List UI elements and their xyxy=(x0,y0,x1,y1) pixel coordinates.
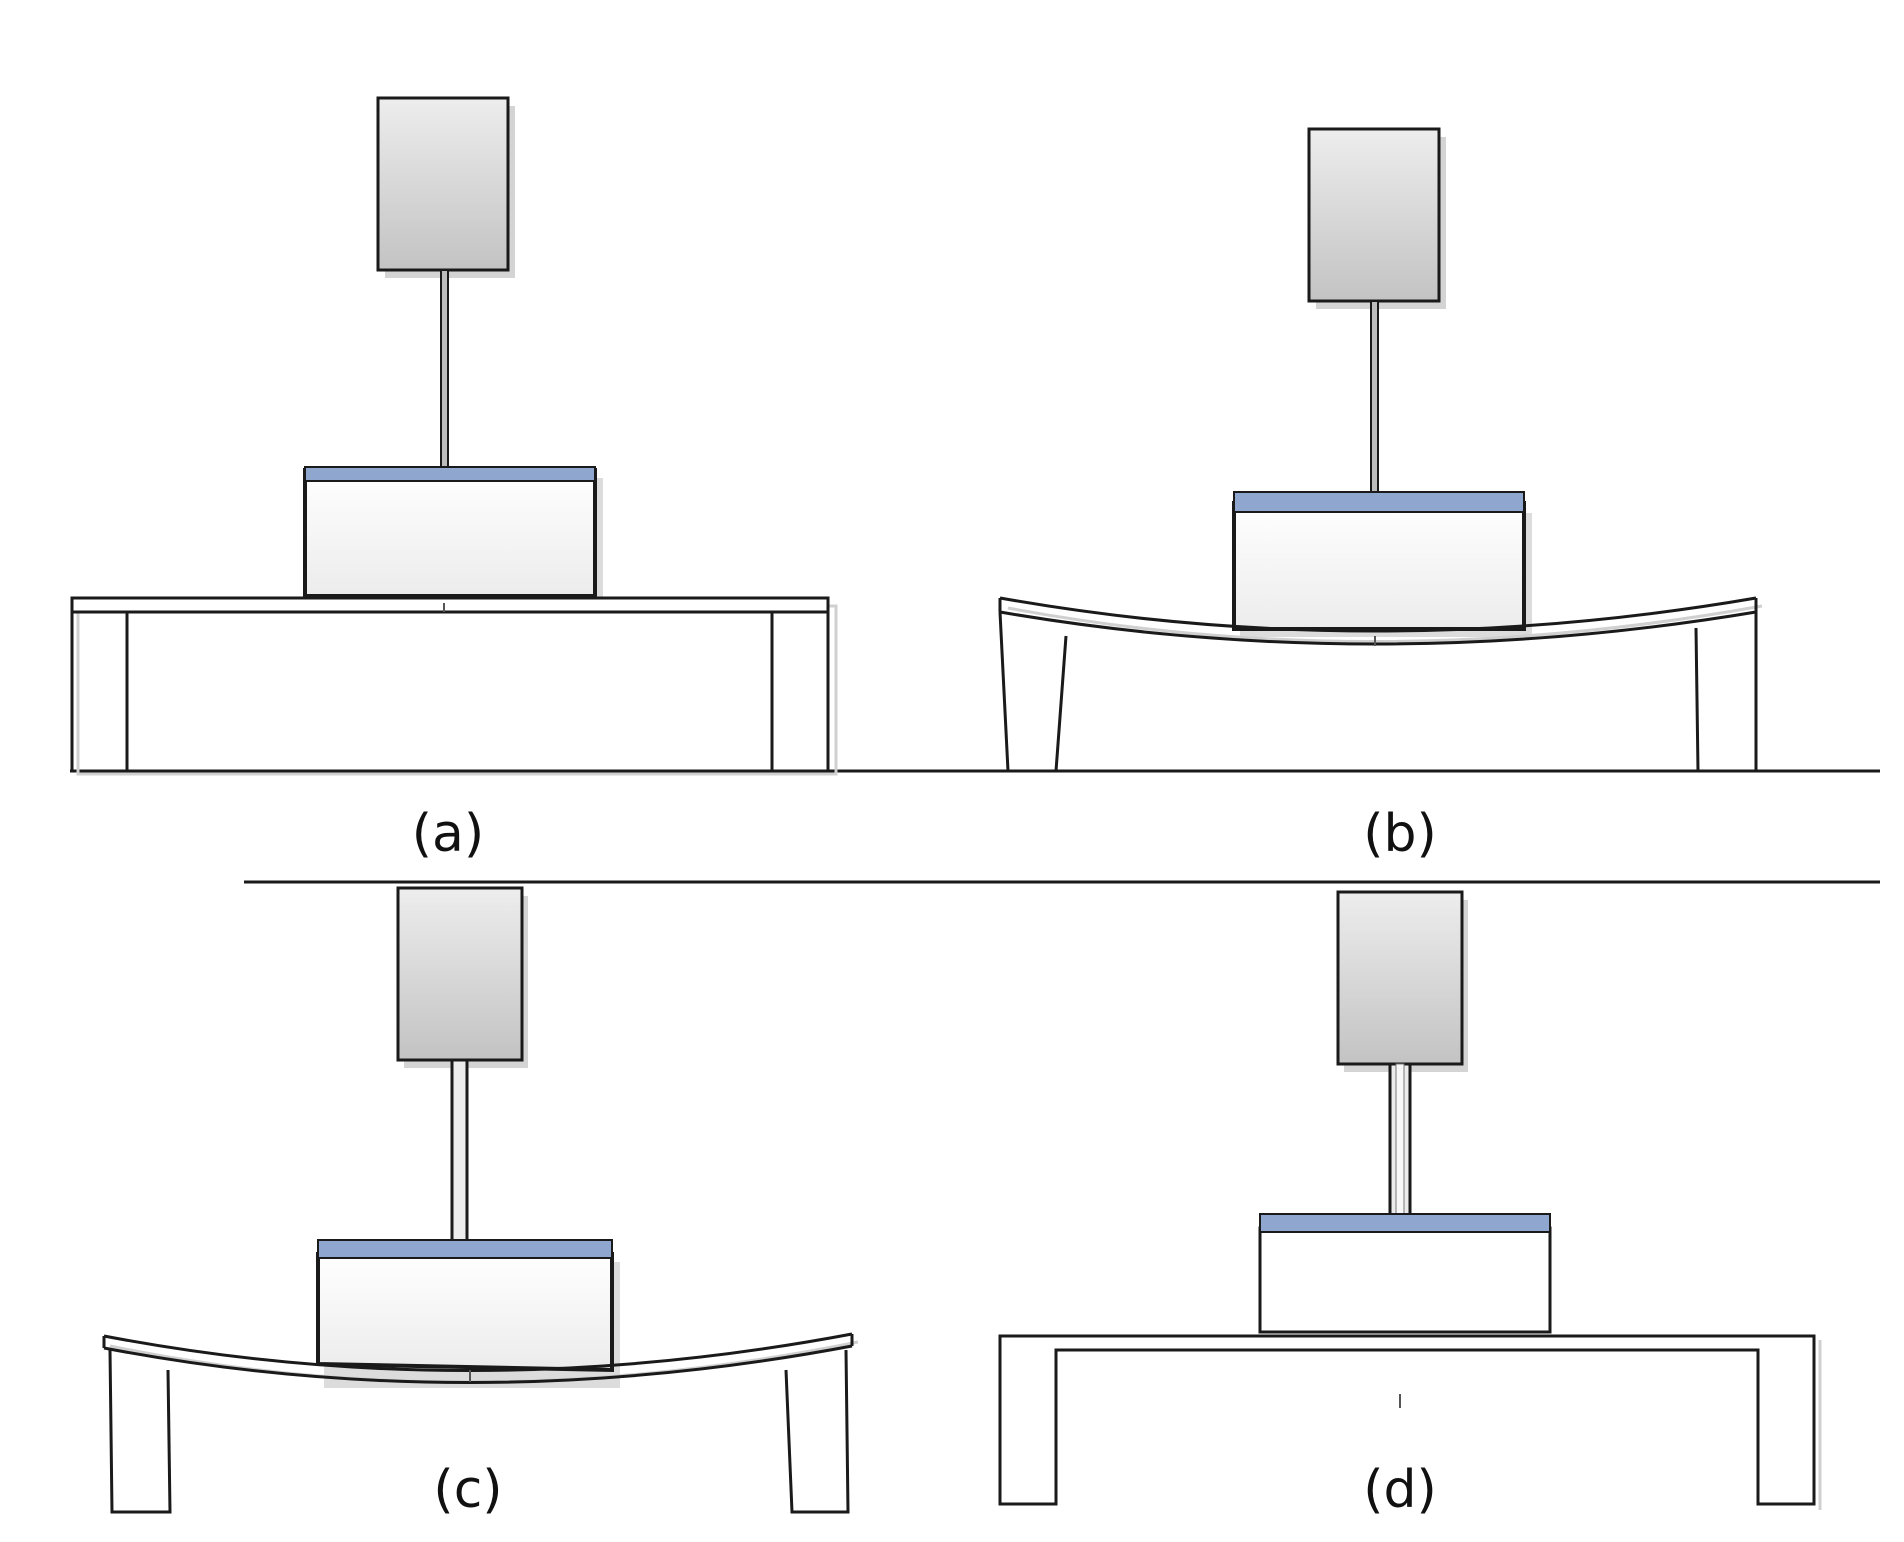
panel-b xyxy=(998,127,1763,772)
leg-left xyxy=(108,1349,172,1514)
plate xyxy=(317,1239,613,1259)
block xyxy=(1232,501,1526,631)
rod xyxy=(440,269,449,469)
leg-right xyxy=(784,1349,850,1514)
leg-left-inner xyxy=(1054,635,1068,772)
block xyxy=(303,468,597,598)
beam-top xyxy=(999,596,1757,633)
beam-bottom xyxy=(103,1344,853,1384)
weight xyxy=(1307,127,1441,303)
block xyxy=(316,1252,614,1373)
beam-top xyxy=(103,1332,853,1372)
panel-label-a: (a) xyxy=(411,804,485,864)
beam xyxy=(998,1334,1816,1506)
plate xyxy=(1259,1213,1551,1233)
weight xyxy=(376,96,510,272)
leg-right-inner xyxy=(1694,627,1700,772)
panel-a xyxy=(70,96,838,776)
panel-d xyxy=(998,890,1822,1510)
plate xyxy=(304,466,596,482)
weight xyxy=(1336,890,1464,1066)
leg-left-outer xyxy=(998,611,1010,772)
panel-label-c: (c) xyxy=(433,1460,503,1520)
block xyxy=(1258,1226,1552,1334)
panel-label-d: (d) xyxy=(1363,1460,1437,1520)
panel-c xyxy=(102,886,859,1514)
beam-shadow xyxy=(76,604,838,776)
beam-shadow xyxy=(1007,604,1763,643)
rod xyxy=(1370,300,1379,494)
beam xyxy=(70,596,830,614)
panel-label-b: (b) xyxy=(1363,804,1437,864)
weight xyxy=(396,886,524,1062)
plate xyxy=(1233,491,1525,513)
